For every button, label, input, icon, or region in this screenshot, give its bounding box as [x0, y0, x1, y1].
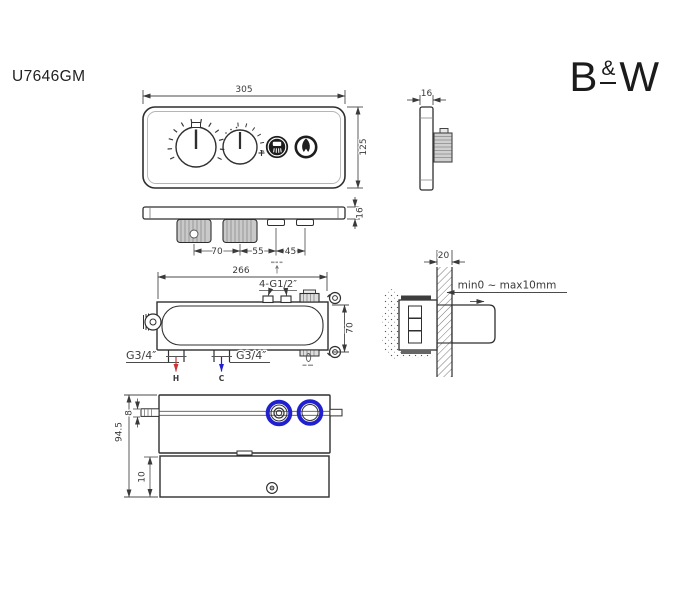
top-port-2: [280, 295, 292, 304]
bottom-edge-view: 16 70 55 45: [142, 197, 367, 258]
port-ring-inner: [265, 399, 293, 427]
stub-dim: 8: [125, 410, 135, 416]
knob-spacing-dim: 70: [211, 247, 223, 257]
brand-ampersand: &: [600, 58, 617, 84]
front-panel: [142, 106, 346, 189]
hand-shower-button[interactable]: [294, 135, 318, 159]
knob1-bottom: [176, 218, 212, 244]
dim-stub: [133, 398, 140, 428]
knob2-bottom: [222, 218, 258, 244]
tiny-annotation-bottom: [302, 353, 313, 366]
valve-width-dim: 266: [232, 266, 249, 276]
dim-inset: [144, 456, 158, 497]
screw: [266, 482, 278, 494]
embedded-valve-body: [398, 295, 452, 354]
dim-valve-width: [157, 272, 328, 299]
front-width-dim: 305: [235, 85, 252, 95]
lower-housing: [159, 455, 330, 498]
inlet-port-cold: [211, 350, 232, 362]
dim-assembly-height: [124, 394, 158, 498]
top-ports-leader: [259, 287, 297, 296]
dim-side-thickness: [407, 95, 446, 105]
hot-label: H: [173, 374, 179, 383]
left-stub: [140, 408, 160, 417]
left-lug: [143, 313, 162, 331]
clip-tab: [236, 450, 253, 456]
inlet-port-hot: [166, 350, 187, 362]
valve-body: [156, 301, 329, 351]
panel-profile: [419, 106, 434, 191]
side-thickness-dim: 16: [421, 89, 433, 99]
assembly-view: 94.5 8 10: [113, 394, 343, 498]
knurled-knob-profile: [433, 128, 453, 163]
button1-bottom: [267, 219, 285, 226]
top-ports-label: 4-G1/2″: [259, 279, 297, 290]
trim-sleeve: [451, 304, 496, 344]
top-connector: [299, 289, 320, 303]
front-height-dim: 125: [359, 138, 369, 155]
dim-front-height: [347, 106, 363, 189]
brand-logo: B & W: [569, 56, 659, 98]
edge-thickness-dim: 16: [356, 207, 366, 219]
rain-shower-button[interactable]: [265, 135, 289, 159]
brand-letter-b: B: [569, 53, 598, 100]
brand-letter-w: W: [619, 53, 659, 100]
model-number: U7646GM: [12, 68, 86, 85]
top-port-1: [262, 295, 274, 304]
tiny-annotation-top: [271, 261, 283, 274]
assembly-height-dim: 94.5: [115, 422, 125, 442]
inset-dim: 10: [138, 471, 148, 483]
panel-edge: [142, 206, 346, 220]
dim-edge-thickness: [347, 197, 360, 229]
spacing-right-dim: 45: [285, 247, 296, 257]
mounting-ear-top: [327, 291, 342, 305]
plus-icon: [258, 150, 265, 156]
depth-range-label: min0 ~ max10mm: [458, 280, 557, 292]
bottom-connector: [299, 349, 320, 357]
temperature-knob[interactable]: [167, 118, 225, 168]
hand-shower-icon: [302, 138, 310, 152]
front-view: 305 125: [142, 84, 370, 189]
wall-hatch: [437, 267, 452, 377]
knob-tick-marks: [237, 122, 265, 152]
wall-thickness-dim: 20: [438, 251, 450, 261]
rough-in-view: 266 4-G1/2″: [125, 261, 357, 383]
cold-label: C: [219, 374, 225, 383]
valve-height-dim: 70: [346, 322, 356, 334]
dim-wall-thickness: [424, 250, 465, 265]
inlet-left-label: G3/4″: [126, 349, 156, 362]
right-stub: [329, 408, 343, 417]
port-ring-outer: [296, 399, 324, 426]
knob-tick-marks: [167, 118, 225, 161]
dim-front-width: [142, 90, 346, 104]
inlet-mid-label: G3/4″: [236, 349, 266, 362]
rain-shower-icon: [272, 141, 282, 153]
button2-bottom: [296, 219, 314, 226]
spacing-mid-dim: 55: [252, 247, 263, 257]
dim-spacing: [193, 228, 306, 256]
flow-knob[interactable]: [222, 122, 265, 165]
wall-section-view: 20 min0 ~ max10mm: [380, 250, 567, 377]
mortar-stipple: [380, 289, 400, 360]
dim-valve-height: [332, 304, 349, 353]
side-view: 16: [407, 88, 453, 191]
